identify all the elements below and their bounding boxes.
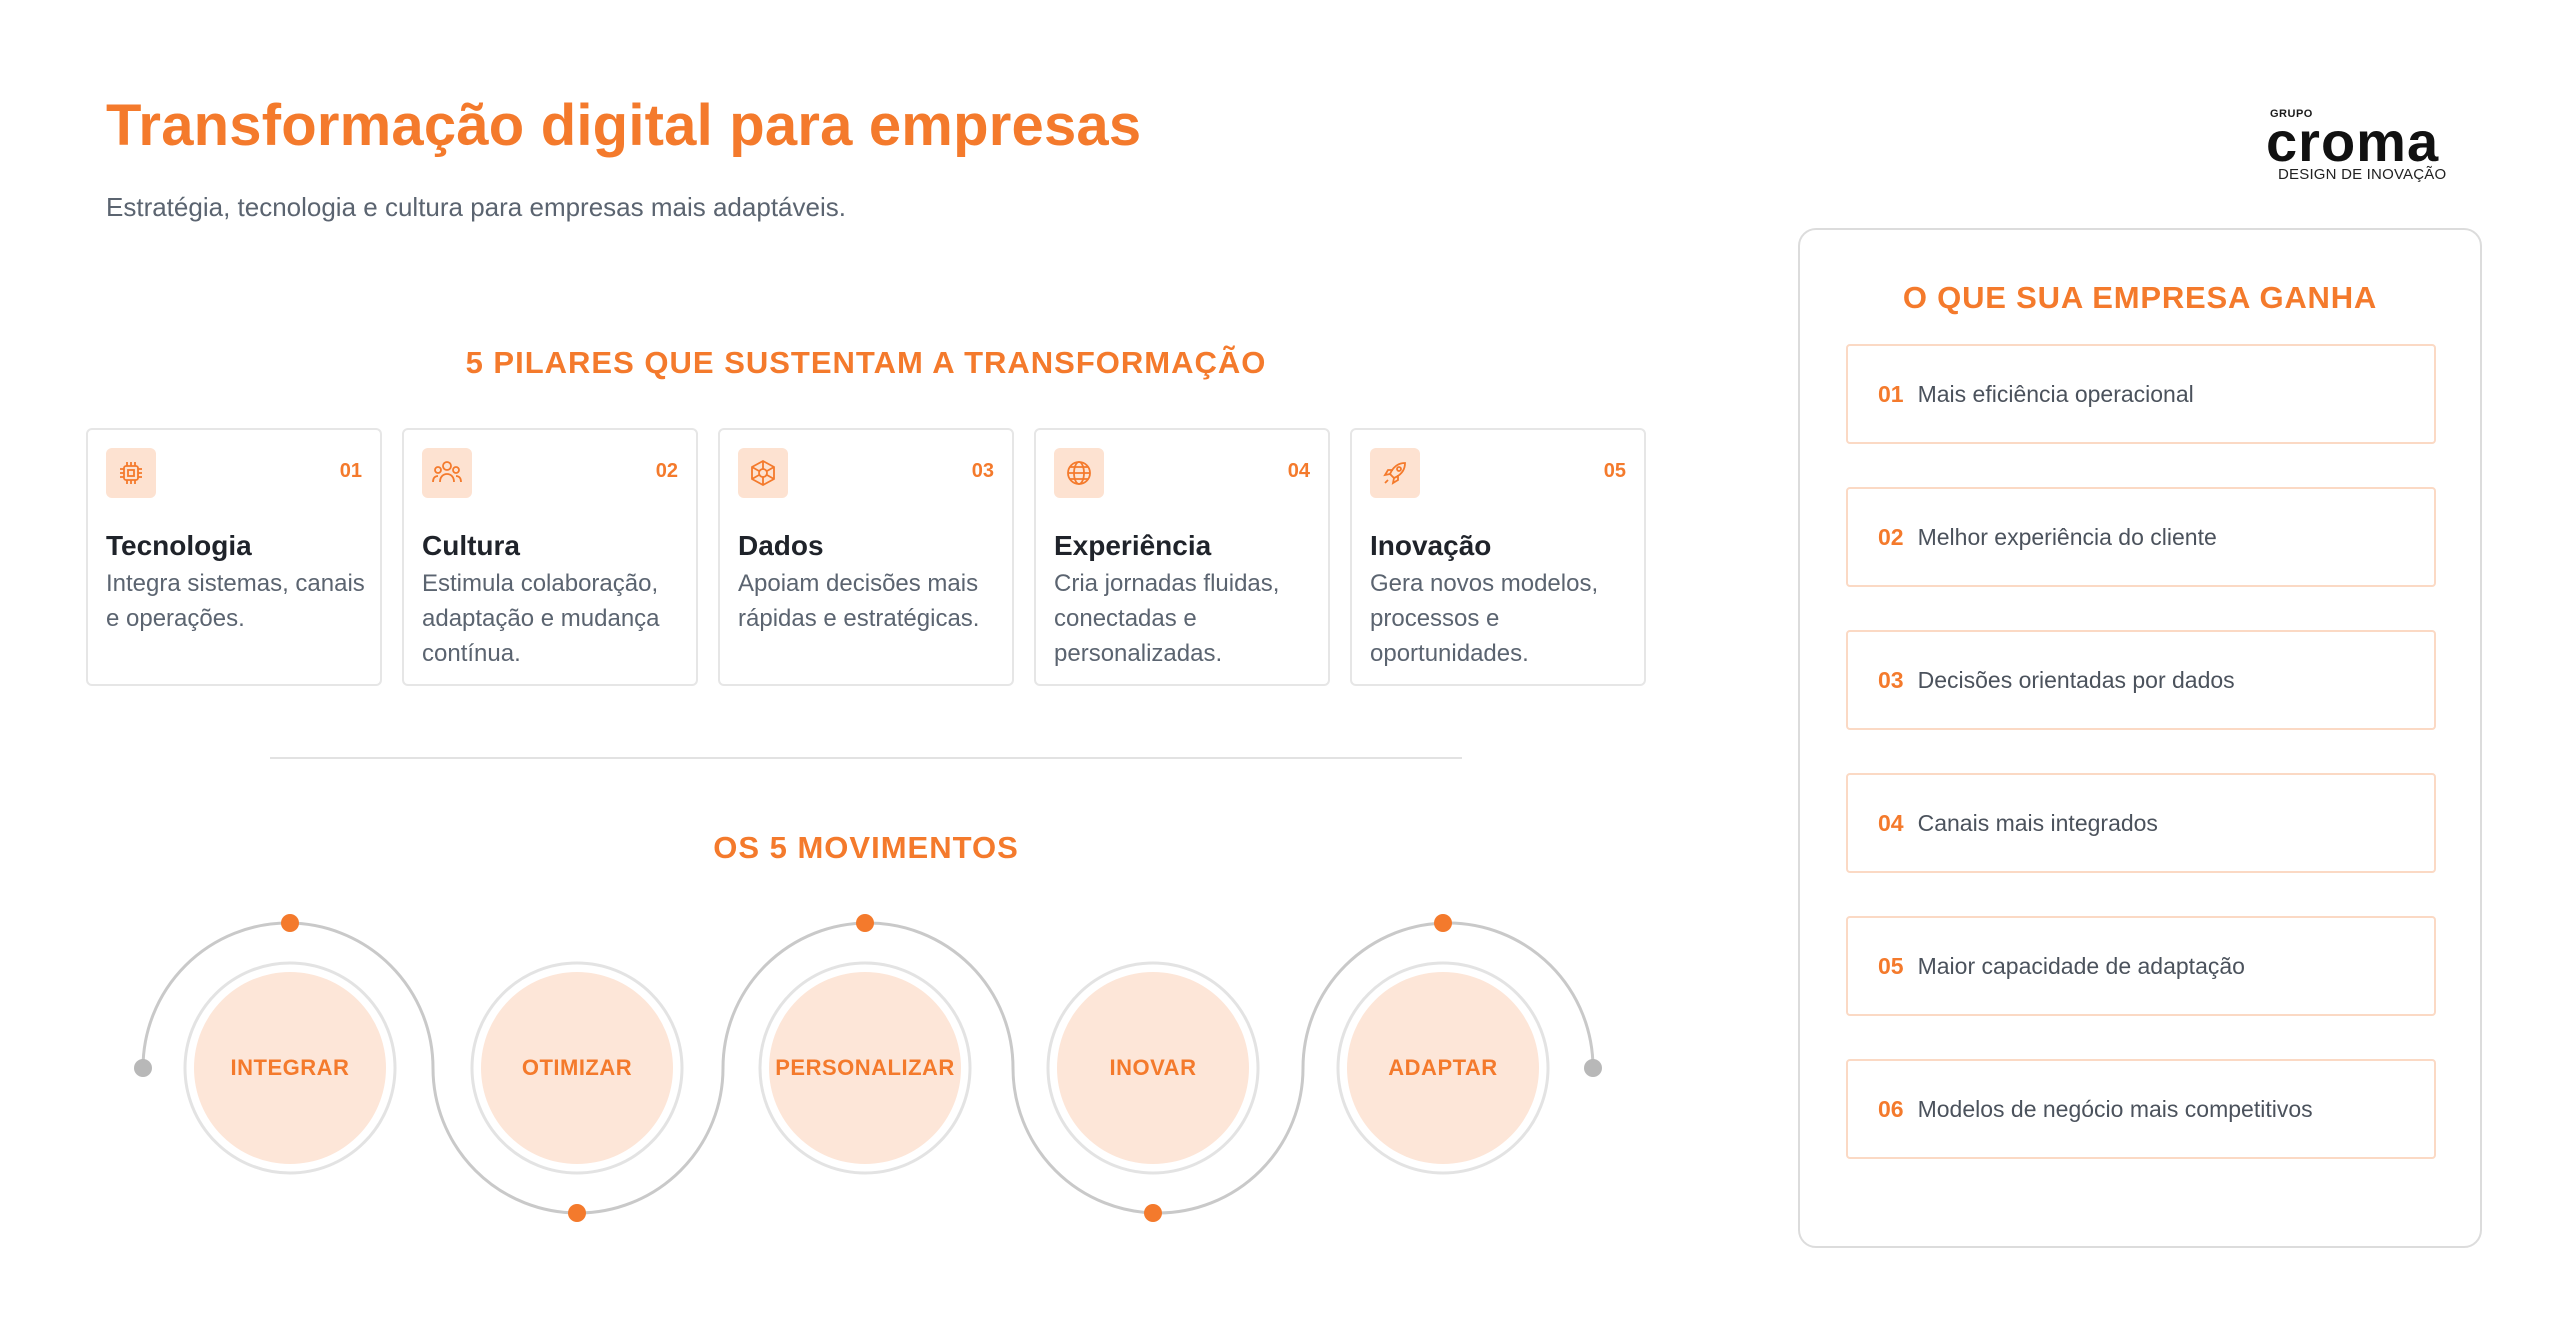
- pillar-card-experiencia: 04 Experiência Cria jornadas fluidas, co…: [1034, 428, 1330, 686]
- movement-label-personalizar: PERSONALIZAR: [775, 1055, 955, 1080]
- wave-dot-5: [1434, 914, 1452, 932]
- movement-label-otimizar: OTIMIZAR: [521, 1055, 633, 1080]
- pillar-title: Tecnologia: [106, 530, 252, 561]
- pillars-title: 5 PILARES QUE SUSTENTAM A TRANSFORMAÇÃO: [465, 345, 1267, 380]
- logo-wordmark: croma: [2266, 110, 2440, 173]
- benefits-panel: O QUE SUA EMPRESA GANHA 01 Mais eficiênc…: [1798, 228, 2482, 1248]
- movement-fill-2: [481, 972, 673, 1164]
- logo-grupo: GRUPO: [2270, 108, 2313, 120]
- benefit-text: Melhor experiência do cliente: [1917, 523, 2217, 550]
- wave-end-right: [1584, 1059, 1602, 1077]
- pillar-desc: Cria jornadas fluidas, conectadas e pers…: [1054, 570, 1280, 667]
- movements-title: OS 5 MOVIMENTOS: [713, 830, 1019, 865]
- benefit-number: 01: [1878, 380, 1904, 407]
- movement-label-integrar: INTEGRAR: [230, 1055, 350, 1080]
- benefit-number: 04: [1878, 809, 1904, 836]
- pillar-number: 01: [339, 460, 362, 482]
- movement-fill-3: [769, 972, 961, 1164]
- wave-dot-1: [281, 914, 299, 932]
- wave-end-left: [134, 1059, 152, 1077]
- benefit-item: 01 Mais eficiência operacional: [1846, 344, 2436, 444]
- benefit-item: 04 Canais mais integrados: [1846, 773, 2436, 873]
- logo-tagline: DESIGN DE INOVAÇÃO: [2278, 166, 2447, 183]
- globe-icon: [1054, 448, 1104, 498]
- benefit-text: Mais eficiência operacional: [1917, 380, 2194, 407]
- movement-fill-4: [1057, 972, 1249, 1164]
- wave-dot-4: [1144, 1204, 1162, 1222]
- benefits-title: O QUE SUA EMPRESA GANHA: [1902, 280, 2378, 315]
- benefit-number: 02: [1878, 523, 1904, 550]
- benefit-number: 06: [1878, 1095, 1904, 1122]
- movement-label-inovar: INOVAR: [1109, 1055, 1197, 1080]
- pillar-desc: Apoiam decisões mais rápidas e estratégi…: [738, 570, 980, 632]
- pillar-desc: Gera novos modelos, processos e oportuni…: [1370, 570, 1599, 667]
- pillar-number: 04: [1287, 460, 1310, 482]
- pillar-number: 05: [1603, 460, 1626, 482]
- movement-fill-1: [194, 972, 386, 1164]
- pillar-card-tecnologia: 01 Tecnologia Integra sistemas, canais e…: [86, 428, 382, 686]
- benefit-text: Canais mais integrados: [1917, 809, 2158, 836]
- pillar-card-inovacao: 05 Inovação Gera novos modelos, processo…: [1350, 428, 1646, 686]
- benefit-number: 03: [1878, 666, 1904, 693]
- pillar-number: 03: [971, 460, 994, 482]
- network-icon: [738, 448, 788, 498]
- pillar-title: Inovação: [1370, 530, 1492, 561]
- benefit-item: 05 Maior capacidade de adaptação: [1846, 916, 2436, 1016]
- page-subtitle: Estratégia, tecnologia e cultura para em…: [106, 192, 846, 222]
- pillar-desc: Estimula colaboração, adaptação e mudanç…: [422, 570, 660, 667]
- benefit-item: 02 Melhor experiência do cliente: [1846, 487, 2436, 587]
- page-title: Transformação digital para empresas: [106, 93, 1142, 158]
- benefit-number: 05: [1878, 952, 1904, 979]
- wave-dot-3: [856, 914, 874, 932]
- movement-label-adaptar: ADAPTAR: [1388, 1055, 1498, 1080]
- benefit-item: 06 Modelos de negócio mais competitivos: [1846, 1059, 2436, 1159]
- section-divider: [270, 757, 1462, 759]
- movements-diagram: [134, 914, 1602, 1222]
- benefit-item: 03 Decisões orientadas por dados: [1846, 630, 2436, 730]
- benefit-text: Maior capacidade de adaptação: [1917, 952, 2245, 979]
- pillar-title: Cultura: [422, 530, 520, 561]
- rocket-icon: [1370, 448, 1420, 498]
- pillar-number: 02: [655, 460, 678, 482]
- wave-dot-2: [568, 1204, 586, 1222]
- movement-fill-5: [1347, 972, 1539, 1164]
- croma-logo: GRUPO croma DESIGN DE INOVAÇÃO: [2262, 108, 2482, 186]
- pillar-title: Experiência: [1054, 530, 1212, 561]
- pillar-title: Dados: [738, 530, 824, 561]
- team-icon: [422, 448, 472, 498]
- benefit-text: Modelos de negócio mais competitivos: [1917, 1095, 2313, 1122]
- pillar-desc: Integra sistemas, canais e operações.: [106, 570, 365, 632]
- chip-icon: [106, 448, 156, 498]
- benefit-text: Decisões orientadas por dados: [1917, 666, 2235, 693]
- pillar-card-cultura: 02 Cultura Estimula colaboração, adaptaç…: [402, 428, 698, 686]
- pillar-card-dados: 03 Dados Apoiam decisões mais rápidas e …: [718, 428, 1014, 686]
